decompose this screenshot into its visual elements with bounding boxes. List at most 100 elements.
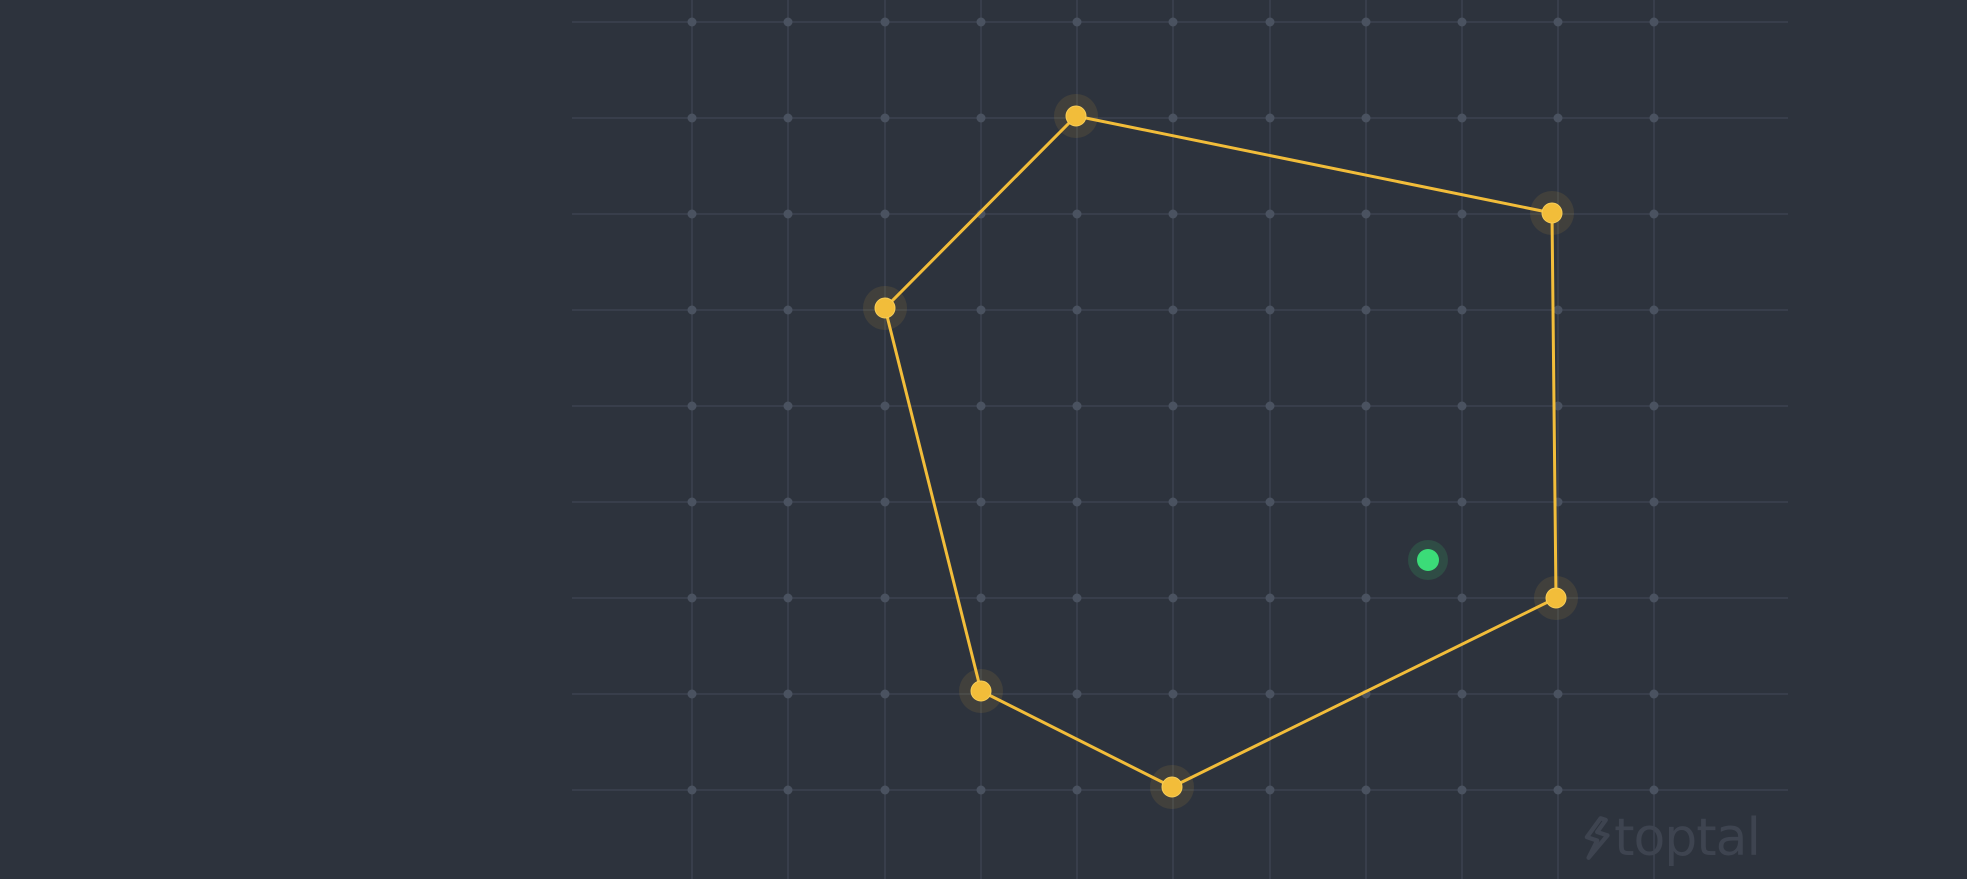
- grid-dot: [687, 497, 697, 507]
- grid: [572, 0, 1788, 879]
- grid-dot: [976, 497, 986, 507]
- grid-dot: [1265, 785, 1275, 795]
- grid-dot: [1072, 209, 1082, 219]
- grid-dot: [687, 689, 697, 699]
- grid-dot: [1168, 593, 1178, 603]
- toptal-logo: toptal: [1580, 808, 1761, 868]
- polygon-vertex: [1541, 202, 1563, 224]
- grid-dot: [1553, 689, 1563, 699]
- grid-dot: [783, 17, 793, 27]
- grid-dot: [880, 785, 890, 795]
- logo-text: toptal: [1614, 808, 1761, 868]
- grid-dot: [687, 17, 697, 27]
- grid-dot: [1361, 113, 1371, 123]
- grid-dot: [783, 305, 793, 315]
- grid-dot: [1265, 305, 1275, 315]
- grid-dot: [976, 305, 986, 315]
- grid-dot: [880, 209, 890, 219]
- grid-dot: [880, 17, 890, 27]
- grid-dot: [880, 689, 890, 699]
- grid-dot: [1168, 209, 1178, 219]
- grid-dot: [783, 497, 793, 507]
- grid-dot: [783, 593, 793, 603]
- grid-dot: [1072, 689, 1082, 699]
- grid-dot: [1649, 497, 1659, 507]
- grid-dot: [1649, 113, 1659, 123]
- toptal-logo-icon: [1584, 816, 1610, 860]
- grid-dot: [1457, 785, 1467, 795]
- grid-dot: [1072, 305, 1082, 315]
- polygon-vertex: [874, 297, 896, 319]
- grid-dot: [1457, 17, 1467, 27]
- grid-dot: [1265, 17, 1275, 27]
- grid-dot: [1457, 305, 1467, 315]
- grid-dot: [1457, 209, 1467, 219]
- grid-dot: [783, 689, 793, 699]
- grid-dot: [1168, 113, 1178, 123]
- grid-dot: [1649, 17, 1659, 27]
- grid-dot: [1649, 785, 1659, 795]
- test-point-group: [1408, 540, 1448, 580]
- grid-dot: [1553, 17, 1563, 27]
- grid-dot: [687, 209, 697, 219]
- grid-dot: [687, 401, 697, 411]
- grid-dot: [1649, 305, 1659, 315]
- grid-dot: [880, 497, 890, 507]
- grid-dot: [1361, 305, 1371, 315]
- grid-dot: [1361, 209, 1371, 219]
- grid-dot: [1553, 113, 1563, 123]
- grid-dot: [976, 401, 986, 411]
- grid-dot: [1072, 401, 1082, 411]
- grid-dot: [1457, 497, 1467, 507]
- grid-dot: [1265, 113, 1275, 123]
- grid-dot: [976, 113, 986, 123]
- grid-dot: [1361, 785, 1371, 795]
- grid-dot: [1553, 401, 1563, 411]
- grid-dot: [1361, 401, 1371, 411]
- grid-dot: [1649, 209, 1659, 219]
- grid-dot: [1072, 785, 1082, 795]
- grid-dot: [1168, 17, 1178, 27]
- grid-dot: [783, 209, 793, 219]
- grid-dot: [1649, 401, 1659, 411]
- grid-dot: [1265, 689, 1275, 699]
- grid-dot: [687, 305, 697, 315]
- grid-dot: [1168, 689, 1178, 699]
- polygon-vertex: [1065, 105, 1087, 127]
- grid-dot: [1361, 593, 1371, 603]
- grid-dot: [976, 593, 986, 603]
- grid-dot: [1265, 401, 1275, 411]
- grid-dot: [1265, 497, 1275, 507]
- grid-dot: [783, 785, 793, 795]
- grid-dot: [1265, 209, 1275, 219]
- polygon-vertex: [1161, 776, 1183, 798]
- grid-dot: [1168, 305, 1178, 315]
- grid-dot: [976, 785, 986, 795]
- grid-dot: [687, 785, 697, 795]
- grid-dot: [1457, 401, 1467, 411]
- grid-dot: [687, 593, 697, 603]
- grid-dot: [783, 113, 793, 123]
- grid-dot: [1457, 113, 1467, 123]
- polygon-vertex: [1545, 587, 1567, 609]
- grid-dot: [1649, 593, 1659, 603]
- grid-dot: [687, 113, 697, 123]
- grid-dot: [1457, 689, 1467, 699]
- grid-dot: [976, 17, 986, 27]
- polygon-vertex: [970, 680, 992, 702]
- grid-dot: [1168, 497, 1178, 507]
- grid-dot: [880, 401, 890, 411]
- grid-dot: [880, 593, 890, 603]
- grid-dot: [1649, 689, 1659, 699]
- test-point: [1417, 549, 1439, 571]
- grid-dot: [1265, 593, 1275, 603]
- grid-dot: [1361, 497, 1371, 507]
- grid-dot: [1072, 17, 1082, 27]
- grid-dot: [1553, 305, 1563, 315]
- grid-dot: [1168, 401, 1178, 411]
- grid-dot: [1072, 593, 1082, 603]
- grid-dot: [1361, 17, 1371, 27]
- grid-dot: [1457, 593, 1467, 603]
